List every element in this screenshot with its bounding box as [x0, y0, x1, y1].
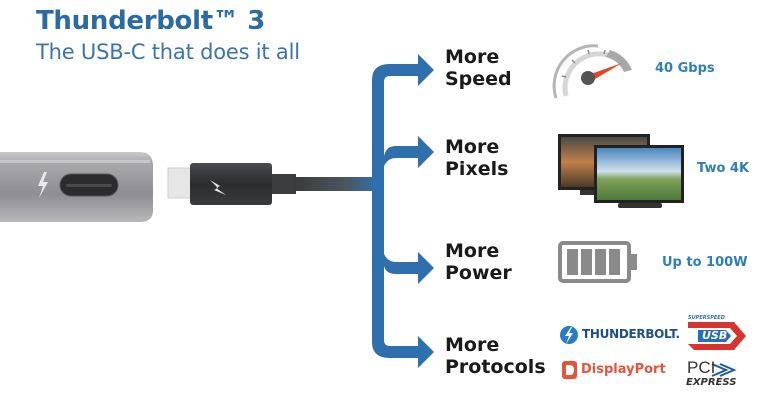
- page-subtitle: The USB-C that does it all: [36, 40, 300, 64]
- usb-superspeed-text: SUPERSPEED: [688, 315, 725, 321]
- pci-logo-text: PCI: [687, 358, 716, 377]
- usb-logo-text: USB: [702, 329, 728, 342]
- branch-label-speed: More Speed: [445, 46, 512, 90]
- thunderbolt-logo: [560, 326, 578, 344]
- speedometer-icon: [552, 44, 632, 99]
- displayport-logo-text: DisplayPort: [581, 362, 666, 377]
- pixels-value: Two 4K: [697, 161, 750, 176]
- dual-monitor-icon: [558, 134, 684, 208]
- arrow-speed: [418, 54, 434, 86]
- page-title: Thunderbolt™ 3: [36, 6, 266, 36]
- arrow-pixels: [418, 136, 434, 168]
- pci-express-logo: [711, 363, 737, 377]
- usb-logo: [688, 322, 746, 350]
- branch-label-pixels: More Pixels: [445, 136, 509, 180]
- speed-value: 40 Gbps: [655, 61, 715, 76]
- laptop-edge: [0, 152, 153, 222]
- arrow-power: [418, 252, 434, 284]
- thunderbolt-cable: [167, 163, 378, 205]
- thunderbolt-port-icon: [38, 172, 48, 198]
- thunderbolt-bolt-icon: [210, 180, 226, 195]
- pci-express-logo-text: EXPRESS: [686, 377, 737, 388]
- branch-arrows: [372, 54, 434, 368]
- displayport-logo: [562, 361, 577, 379]
- branch-label-protocols: More Protocols: [445, 334, 546, 378]
- branch-label-power: More Power: [445, 240, 512, 284]
- thunderbolt-logo-text: THUNDERBOLT.: [582, 327, 680, 341]
- power-value: Up to 100W: [662, 255, 748, 270]
- arrow-protocols: [418, 336, 434, 368]
- battery-icon: [558, 241, 637, 283]
